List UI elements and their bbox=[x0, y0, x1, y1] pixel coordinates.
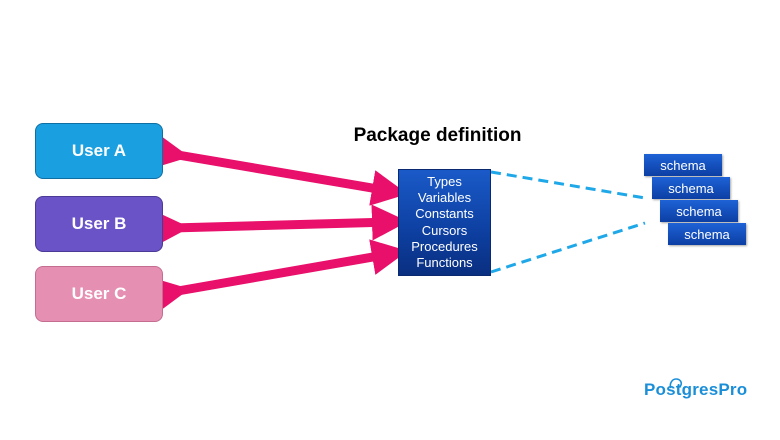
package-item-types: Types bbox=[427, 173, 462, 189]
arrow-user-b-package bbox=[153, 204, 408, 247]
postgrespro-logo: PostgresPro bbox=[644, 380, 747, 400]
user-a-box: User A bbox=[35, 123, 163, 179]
arrow-user-c-package bbox=[151, 239, 408, 313]
diagram-title: Package definition bbox=[353, 125, 522, 146]
dashed-line-bottom bbox=[490, 221, 646, 274]
schema-box-3: schema bbox=[660, 200, 738, 222]
user-c-label: User C bbox=[71, 284, 127, 303]
package-item-cursors: Cursors bbox=[421, 222, 468, 238]
package-item-variables: Variables bbox=[417, 190, 472, 206]
user-a-label: User A bbox=[71, 141, 127, 160]
user-b-label: User B bbox=[71, 214, 127, 233]
logo-text: PostgresPro bbox=[644, 380, 748, 399]
package-item-constants: Constants bbox=[415, 206, 474, 222]
elephant-icon bbox=[669, 378, 683, 390]
package-item-functions: Functions bbox=[416, 254, 473, 270]
user-b-box: User B bbox=[35, 196, 163, 252]
user-c-box: User C bbox=[35, 266, 163, 322]
schema-box-4: schema bbox=[668, 223, 746, 245]
dashed-line-top bbox=[490, 170, 646, 200]
arrow-user-a-package bbox=[151, 133, 408, 206]
schema-box-2: schema bbox=[652, 177, 730, 199]
package-item-procedures: Procedures bbox=[411, 238, 478, 254]
package-box: Types Variables Constants Cursors Proced… bbox=[398, 169, 491, 276]
schema-box-1: schema bbox=[644, 154, 722, 176]
